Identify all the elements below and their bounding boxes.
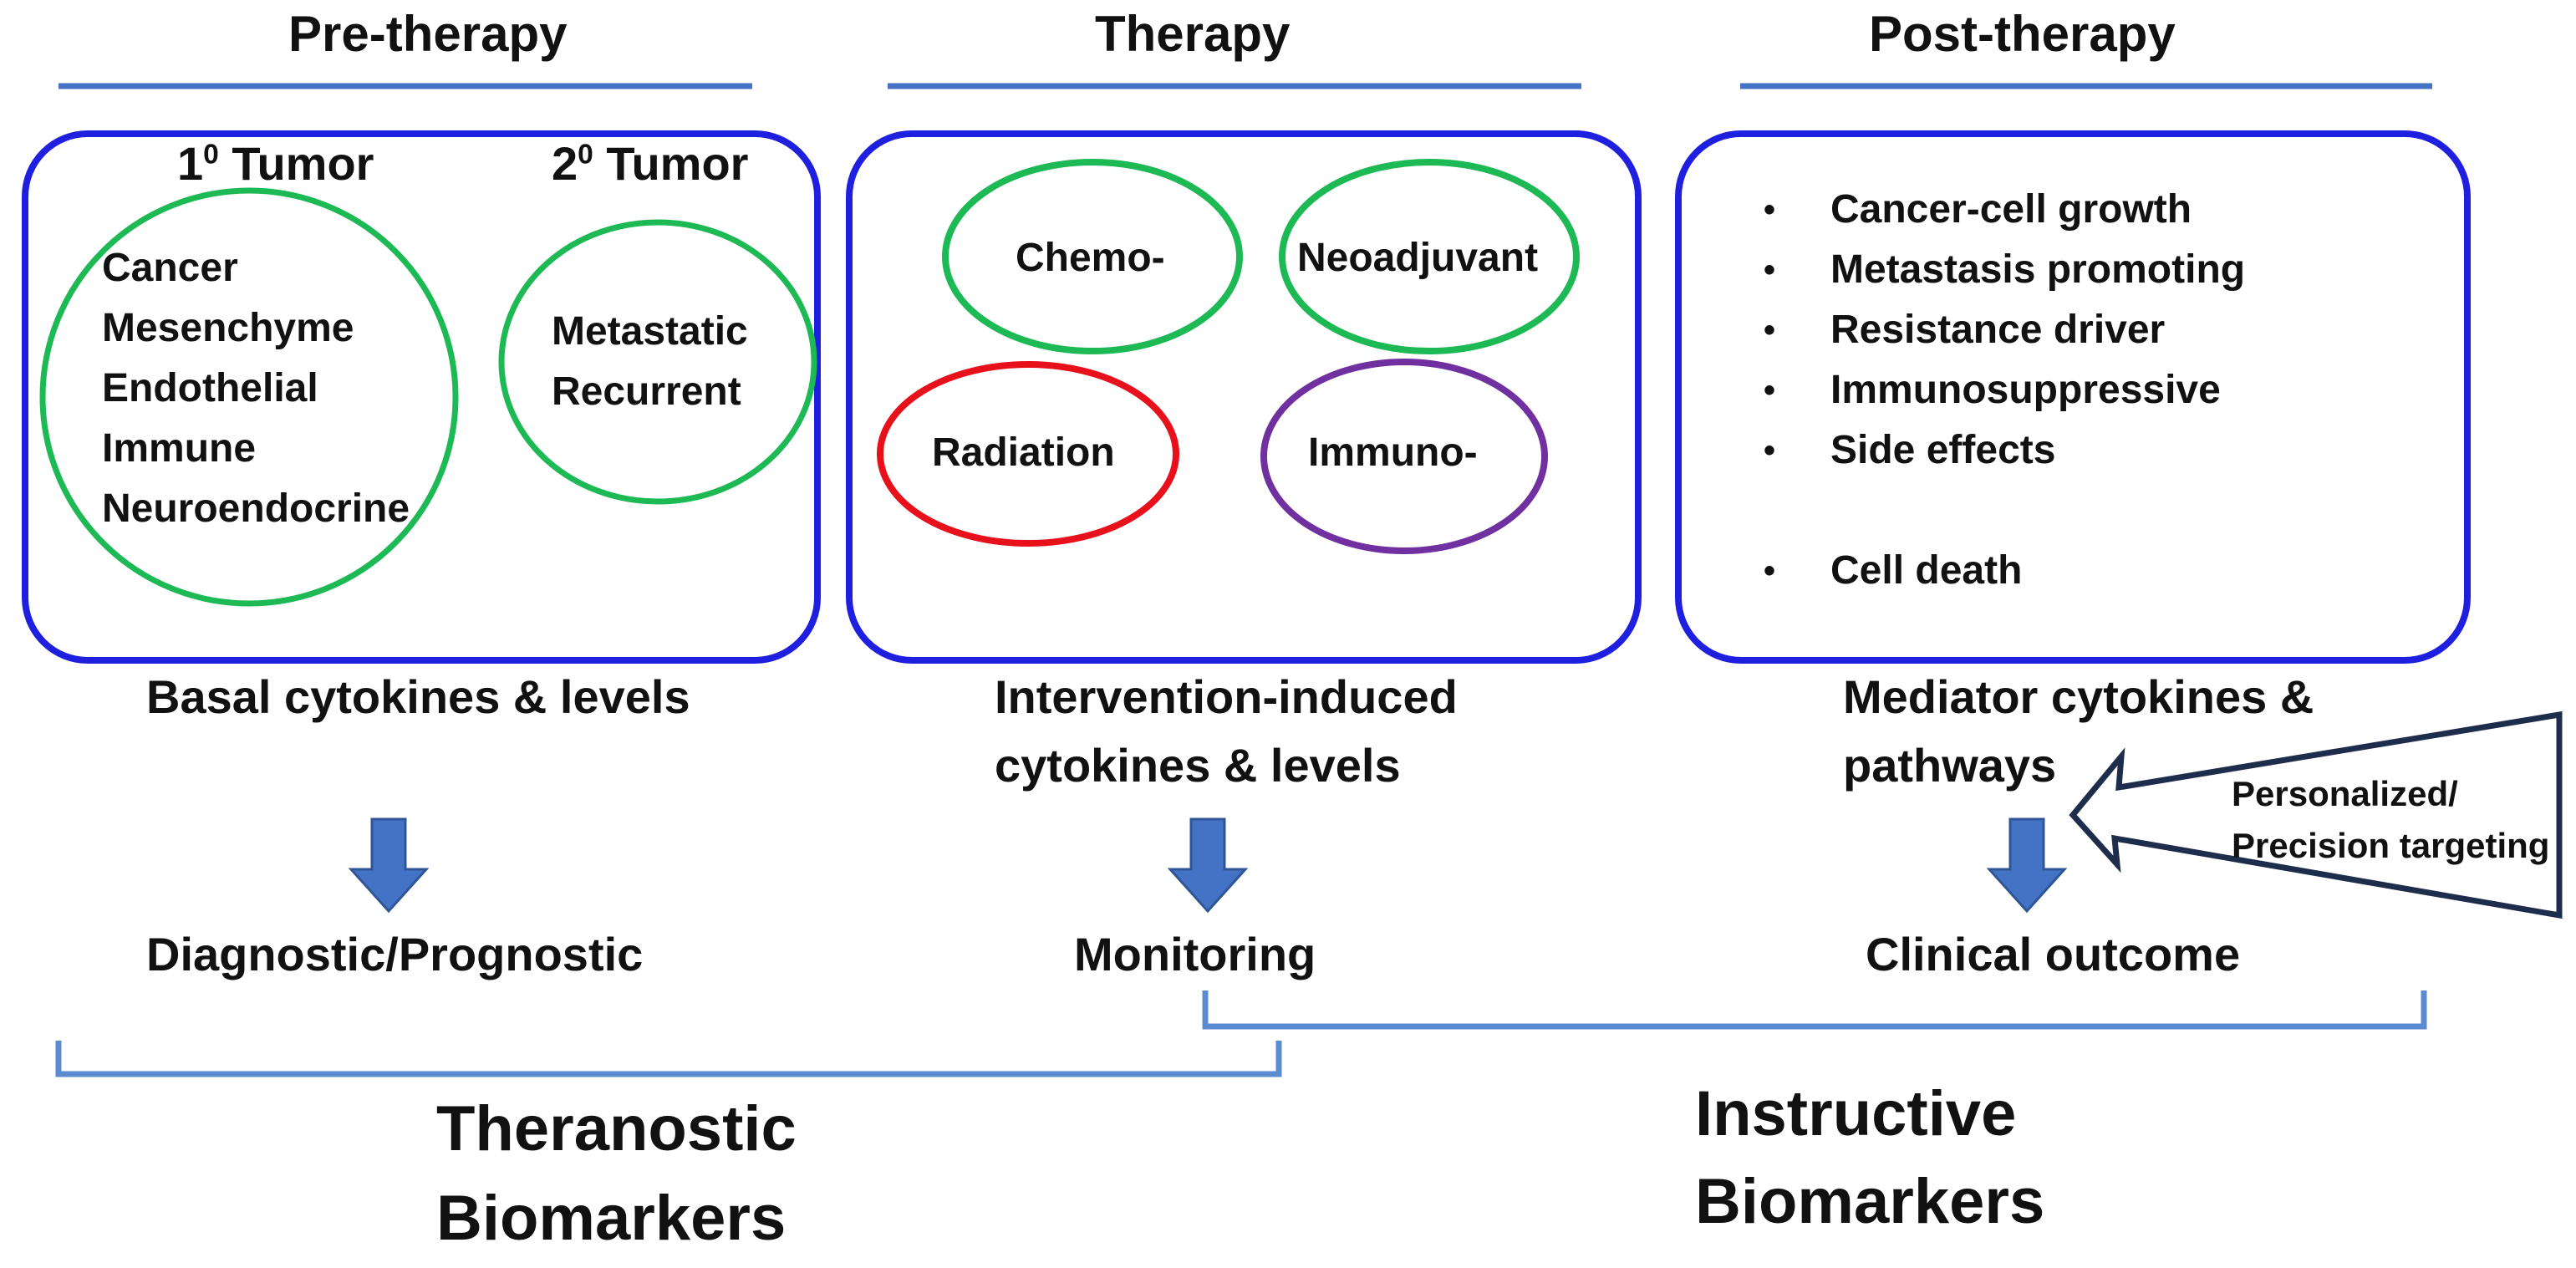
theranostic-line1: Theranostic [436, 1093, 797, 1164]
pre-therapy-box [22, 130, 821, 664]
bullet-icon: • [1764, 191, 1776, 228]
bullet-icon: • [1764, 252, 1776, 288]
targeting-line2: Precision targeting [2232, 826, 2550, 865]
chemo-ellipse [942, 159, 1243, 354]
list-item: •Resistance driver [1764, 300, 2245, 360]
list-item: •Side effects [1764, 420, 2245, 481]
primary-item-immune: Immune [102, 426, 257, 471]
instructive-bracket [1202, 990, 2427, 1030]
therapy-title: Therapy [1095, 6, 1291, 62]
theranostic-line2: Biomarkers [436, 1183, 787, 1254]
targeting-arrow [2069, 710, 2563, 919]
secondary-item-metastatic: Metastatic [552, 309, 748, 354]
diagnostic-prognostic-label: Diagnostic/Prognostic [146, 928, 644, 980]
radiation-ellipse [877, 361, 1179, 547]
targeting-line1: Personalized/ [2232, 774, 2458, 813]
chemo-label: Chemo- [1016, 236, 1165, 280]
clinical-outcome-label: Clinical outcome [1866, 928, 2241, 980]
pre-therapy-title: Pre-therapy [288, 6, 568, 62]
theranostic-bracket [55, 1041, 1282, 1077]
mediator-cytokines-line2: pathways [1843, 739, 2057, 792]
intervention-cytokines-line2: cytokines & levels [995, 739, 1401, 792]
list-item: •Cancer-cell growth [1764, 180, 2245, 240]
list-item: •Cell death [1764, 541, 2245, 601]
post-therapy-effects-list: •Cancer-cell growth •Metastasis promotin… [1764, 180, 2245, 601]
pre-down-arrow [348, 817, 430, 914]
neoadjuvant-label: Neoadjuvant [1297, 236, 1539, 280]
therapy-box [846, 130, 1642, 664]
basal-cytokines-label: Basal cytokines & levels [146, 670, 690, 723]
primary-item-mesenchyme: Mesenchyme [102, 306, 354, 350]
primary-tumor-circle [39, 187, 459, 607]
secondary-tumor-label: 20 Tumor [552, 137, 749, 190]
immuno-ellipse [1260, 359, 1548, 554]
post-therapy-box [1675, 130, 2471, 664]
post-therapy-title: Post-therapy [1869, 6, 2176, 62]
bullet-icon: • [1764, 432, 1776, 469]
neoadjuvant-ellipse [1279, 159, 1580, 354]
list-item: •Metastasis promoting [1764, 240, 2245, 300]
primary-item-neuroendocrine: Neuroendocrine [102, 486, 410, 531]
primary-item-cancer: Cancer [102, 246, 238, 290]
bullet-icon: • [1764, 312, 1776, 349]
monitoring-label: Monitoring [1074, 928, 1316, 980]
bullet-icon: • [1764, 372, 1776, 409]
secondary-tumor-circle [498, 219, 817, 505]
therapy-down-arrow [1167, 817, 1249, 914]
instructive-line2: Biomarkers [1695, 1166, 2045, 1237]
mediator-cytokines-line1: Mediator cytokines & [1843, 670, 2314, 723]
immuno-label: Immuno- [1308, 430, 1478, 475]
radiation-label: Radiation [932, 430, 1115, 475]
primary-item-endothelial: Endothelial [102, 366, 318, 410]
post-down-arrow [1986, 817, 2068, 914]
intervention-cytokines-line1: Intervention-induced [995, 670, 1458, 723]
bullet-icon: • [1764, 553, 1776, 589]
instructive-line1: Instructive [1695, 1078, 2017, 1149]
primary-tumor-label: 10 Tumor [177, 137, 374, 190]
list-item: •Immunosuppressive [1764, 360, 2245, 420]
secondary-item-recurrent: Recurrent [552, 369, 741, 414]
